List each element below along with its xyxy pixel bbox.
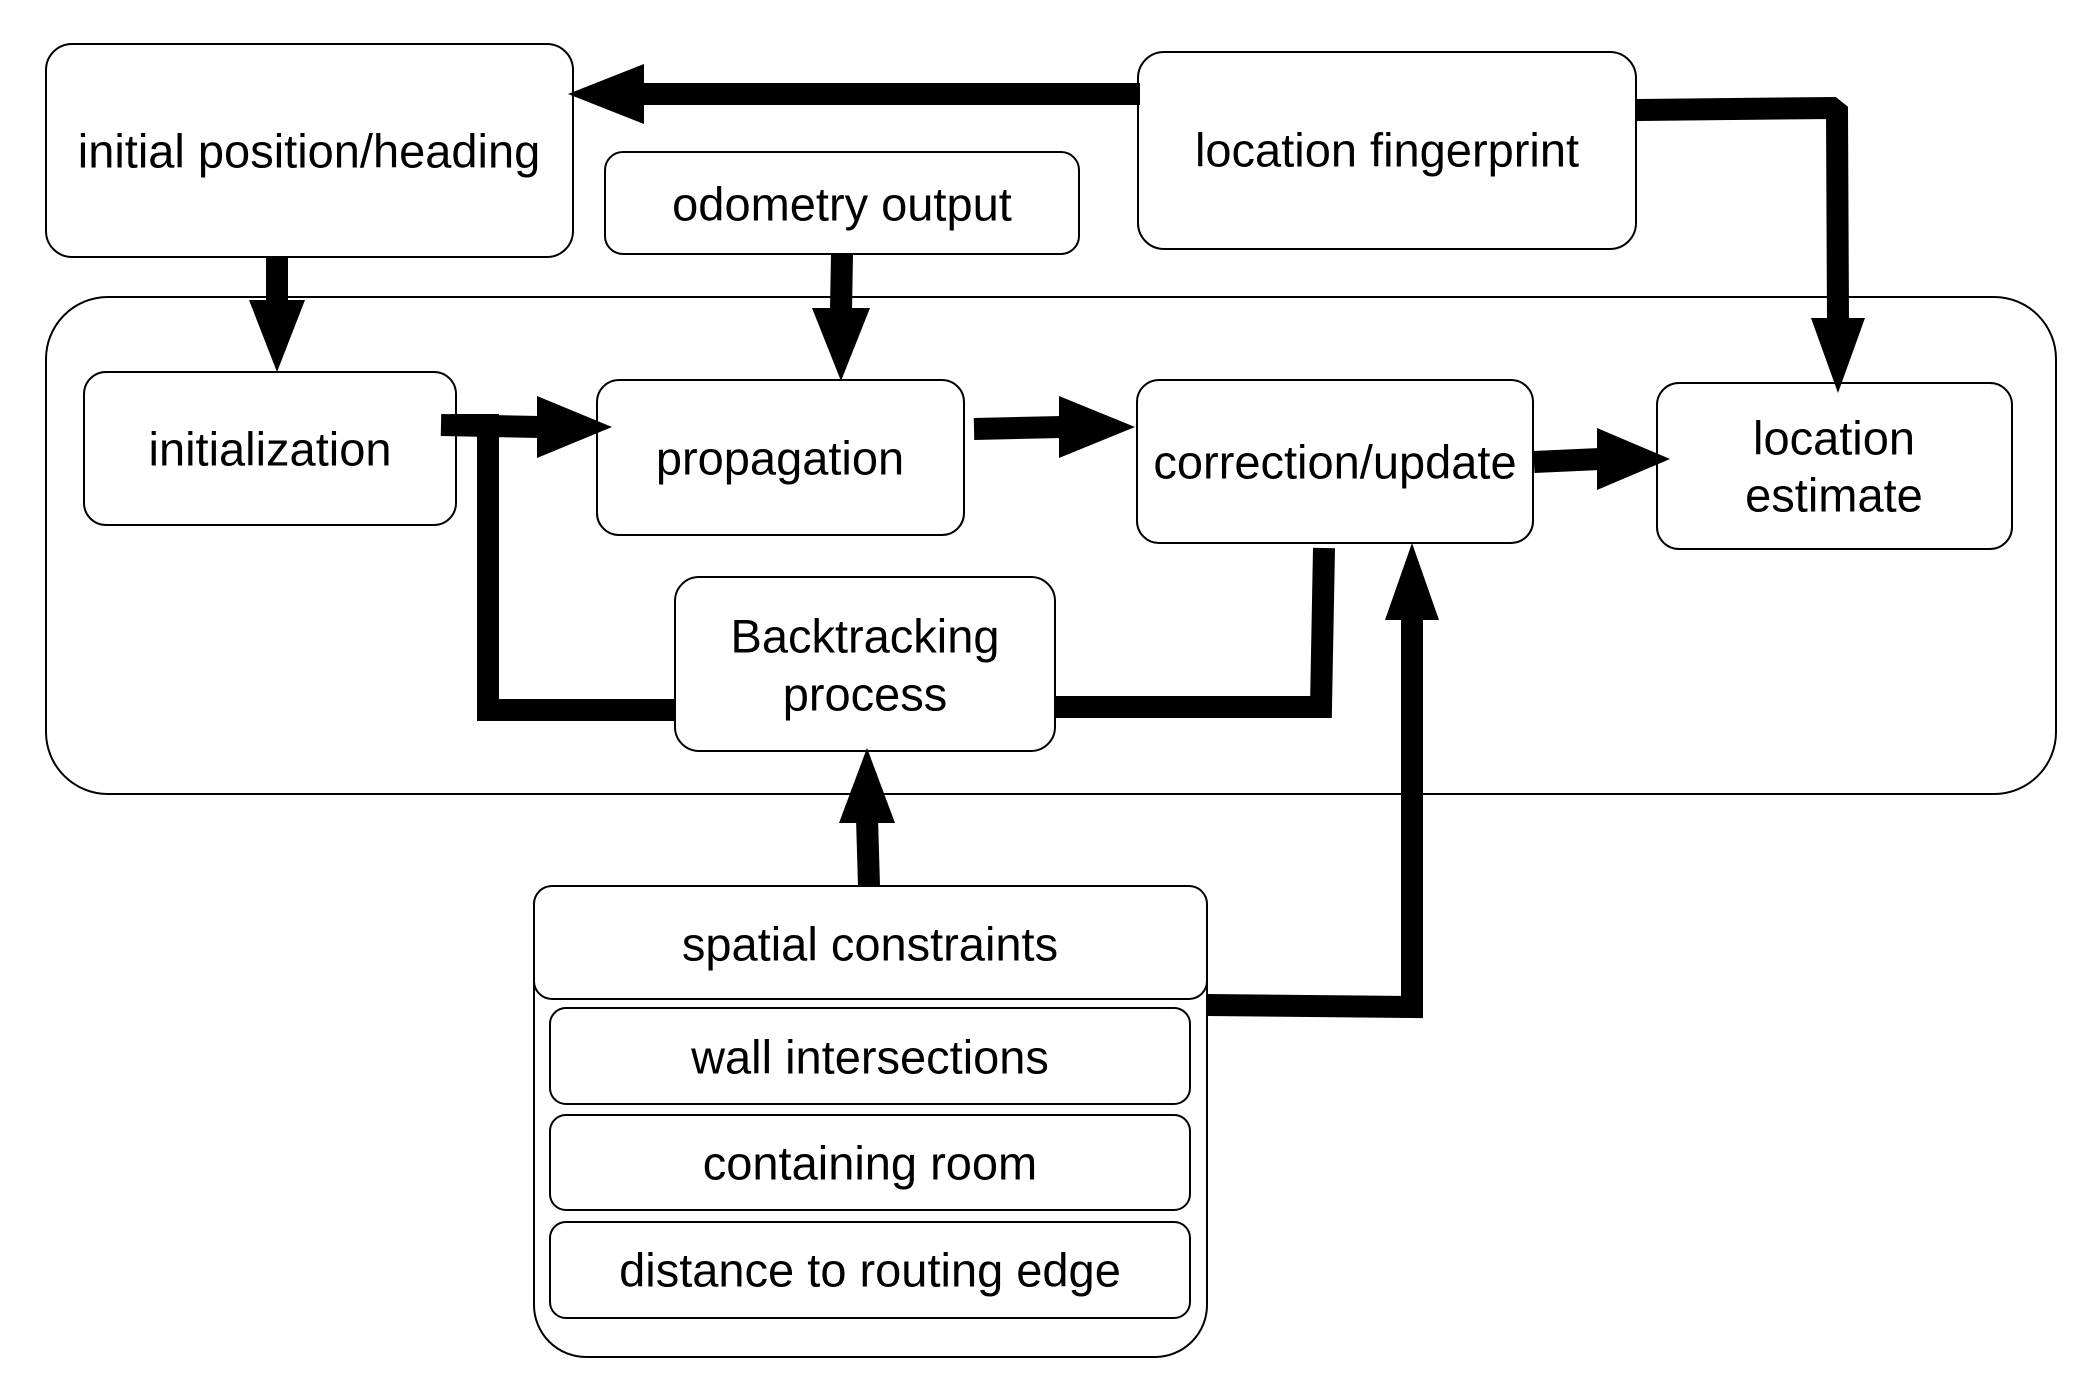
constraint-item bbox=[549, 1007, 1191, 1105]
location-fingerprint-label: location fingerprint bbox=[1195, 124, 1579, 177]
arrow-odometry-to-propagation bbox=[812, 253, 870, 381]
location-estimate-line-1: location bbox=[1753, 412, 1915, 465]
backtracking-process-line-1: Backtracking bbox=[730, 610, 999, 663]
node-location-fingerprint: location fingerprint bbox=[1137, 51, 1637, 250]
node-backtracking-process: Backtracking process bbox=[674, 576, 1056, 752]
arrow-constraints-to-backtracking bbox=[839, 748, 895, 887]
node-location-estimate: location estimate bbox=[1656, 382, 2013, 550]
node-correction-update: correction/update bbox=[1136, 379, 1534, 544]
constraint-item bbox=[549, 1221, 1191, 1319]
node-spatial-constraints: spatial constraints wall intersections c… bbox=[533, 885, 1208, 1358]
location-estimate-line-2: estimate bbox=[1745, 469, 1923, 522]
constraint-item bbox=[549, 1114, 1191, 1211]
node-propagation: propagation bbox=[596, 379, 965, 536]
arrow-propagation-to-correction bbox=[973, 396, 1135, 458]
process-container bbox=[45, 296, 2057, 795]
node-initial-position-heading: initial position/heading bbox=[45, 43, 574, 258]
initialization-label: initialization bbox=[149, 423, 392, 476]
node-initialization: initialization bbox=[83, 371, 457, 526]
odometry-output-label: odometry output bbox=[672, 178, 1012, 231]
node-odometry-output: odometry output bbox=[604, 151, 1080, 255]
spatial-constraints-title: spatial constraints bbox=[682, 918, 1058, 971]
arrow-backtracking-loop bbox=[450, 414, 1335, 721]
arrow-correction-to-estimate bbox=[1533, 428, 1670, 490]
arrow-initial-to-initialization bbox=[249, 257, 305, 372]
constraint-item-label: distance to routing edge bbox=[619, 1244, 1121, 1297]
arrow-fingerprint-to-initial bbox=[568, 64, 1140, 124]
correction-update-label: correction/update bbox=[1153, 436, 1516, 489]
constraint-item-label: containing room bbox=[703, 1137, 1037, 1190]
arrow-constraints-to-correction bbox=[1206, 543, 1439, 1019]
propagation-label: propagation bbox=[656, 432, 904, 485]
initial-position-heading-label: initial position/heading bbox=[78, 125, 541, 178]
arrow-fingerprint-to-estimate bbox=[1635, 96, 1865, 393]
constraint-item-label: wall intersections bbox=[690, 1031, 1049, 1084]
backtracking-process-line-2: process bbox=[783, 668, 948, 721]
